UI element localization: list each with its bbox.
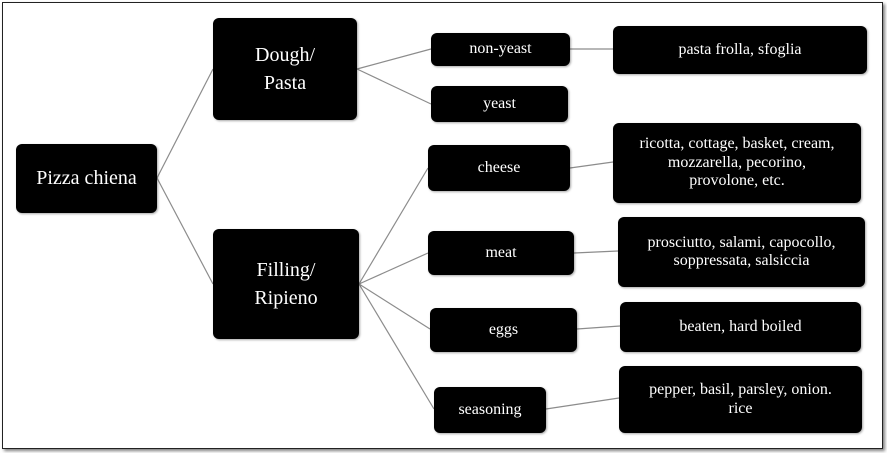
edge-dough-nonyeast — [356, 48, 432, 70]
eggs-label: eggs — [488, 320, 519, 338]
nonyeast-label: non-yeast — [469, 40, 532, 58]
meat-label: meat — [485, 243, 517, 261]
edge-eggs-detail — [576, 325, 621, 330]
nonyeast-node: non-yeast — [431, 33, 570, 66]
yeast-node: yeast — [431, 86, 568, 122]
filling-label: Filling/ Ripieno — [254, 259, 318, 309]
edge-cheese-detail — [569, 161, 614, 169]
edge-filling-cheese — [358, 167, 429, 285]
root-node: Pizza chiena — [16, 144, 157, 213]
cheese-label: cheese — [477, 158, 521, 176]
filling-node: Filling/ Ripieno — [213, 229, 359, 339]
meat-detail-node: prosciutto, salami, capocollo, soppressa… — [618, 217, 865, 287]
meat-node: meat — [428, 231, 574, 275]
edge-filling-meat — [358, 252, 429, 285]
cheese-detail-node: ricotta, cottage, basket, cream, mozzare… — [613, 123, 861, 203]
cheese-node: cheese — [428, 145, 570, 191]
root-label: Pizza chiena — [36, 167, 137, 189]
dough-label: Dough/ Pasta — [255, 44, 315, 94]
edge-root-filling — [156, 177, 214, 285]
seasoning-label: seasoning — [458, 400, 522, 418]
edge-seasoning-detail — [545, 397, 620, 410]
dough-node: Dough/ Pasta — [213, 18, 357, 120]
seasoning-detail-node: pepper, basil, parsley, onion. rice — [619, 366, 862, 433]
seasoning-detail-text: pepper, basil, parsley, onion. rice — [649, 381, 832, 417]
eggs-detail-text: beaten, hard boiled — [679, 317, 802, 335]
edge-filling-seasoning — [358, 283, 435, 410]
cheese-detail-text: ricotta, cottage, basket, cream, mozzare… — [639, 135, 835, 190]
eggs-node: eggs — [430, 308, 577, 352]
seasoning-node: seasoning — [434, 387, 546, 433]
edge-meat-detail — [573, 250, 619, 254]
edge-filling-eggs — [358, 283, 431, 330]
yeast-label: yeast — [483, 94, 516, 112]
eggs-detail-node: beaten, hard boiled — [620, 302, 861, 352]
nonyeast-detail-node: pasta frolla, sfoglia — [613, 26, 867, 74]
edge-root-dough — [156, 68, 214, 179]
edge-dough-yeast — [356, 68, 432, 105]
nonyeast-detail-text: pasta frolla, sfoglia — [678, 40, 802, 58]
meat-detail-text: prosciutto, salami, capocollo, soppressa… — [647, 233, 836, 269]
